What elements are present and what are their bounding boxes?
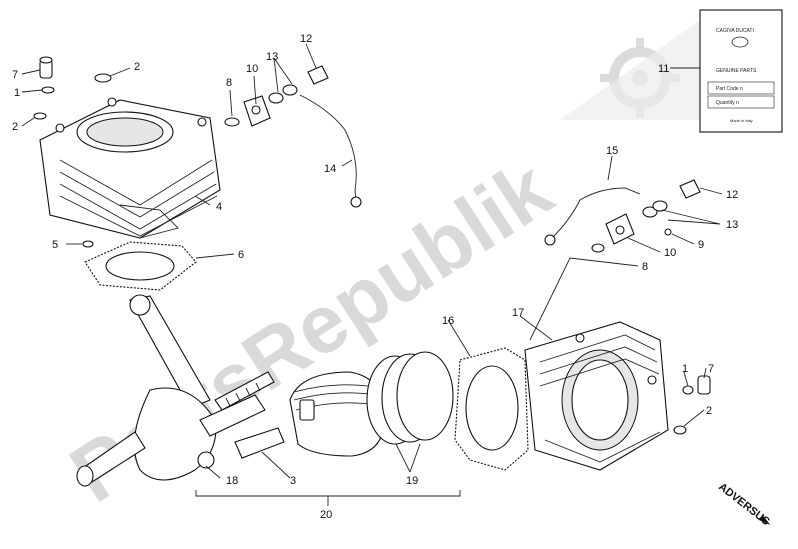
- crankshaft: [76, 294, 275, 487]
- head-gasket: [454, 347, 529, 471]
- piston-pin: [234, 427, 285, 459]
- manual-line4: Made in Italy: [730, 118, 753, 123]
- oring-1-left: [41, 86, 55, 94]
- callout-13-top: 13: [266, 51, 278, 63]
- manual-line2: Part Code n: [716, 86, 743, 92]
- cylinder-left: [39, 97, 221, 239]
- callout-12-right: 12: [726, 189, 738, 201]
- stud-7-right: [697, 375, 711, 395]
- callout-12-top: 12: [300, 33, 312, 45]
- oring-2-right: [673, 425, 687, 435]
- callout-11: 11: [658, 63, 669, 75]
- logo-icon: [731, 36, 749, 48]
- stud-7-left: [39, 56, 53, 79]
- oil-fitting-right: [544, 179, 701, 253]
- callout-20: 20: [320, 509, 332, 521]
- callout-8-right: 8: [642, 261, 648, 273]
- direction-arrow: ADVERSUS: [716, 481, 772, 528]
- callout-4: 4: [216, 201, 222, 213]
- oring-2-top: [94, 73, 112, 83]
- manual-brand: CAGIVA DUCATI: [716, 28, 754, 34]
- callout-16: 16: [442, 315, 454, 327]
- cylinder-right: [524, 321, 669, 471]
- callout-7-right: 7: [708, 363, 714, 375]
- callout-7-left: 7: [12, 69, 18, 81]
- callout-13-right: 13: [726, 219, 738, 231]
- callout-19: 19: [406, 475, 418, 487]
- piston-rings: [366, 351, 454, 445]
- callout-9: 9: [698, 239, 704, 251]
- leader-lines: [21, 43, 723, 506]
- callout-17: 17: [512, 307, 524, 319]
- callout-10-right: 10: [664, 247, 676, 259]
- callout-8-top: 8: [226, 77, 232, 89]
- callout-18: 18: [226, 475, 238, 487]
- parts-manual-card: CAGIVA DUCATI GENUINE PARTS Part Code n …: [699, 9, 783, 133]
- callout-2-top: 2: [134, 61, 140, 73]
- callout-15: 15: [606, 145, 618, 157]
- oring-2-left: [33, 112, 47, 120]
- callout-5: 5: [52, 239, 58, 251]
- callout-3: 3: [290, 475, 296, 487]
- manual-line3: Quantity n: [716, 100, 739, 106]
- oil-fitting-top: [224, 65, 362, 208]
- callout-10-top: 10: [246, 63, 258, 75]
- oring-1-right: [682, 385, 694, 395]
- oring-5: [82, 240, 94, 248]
- callout-labels: 1 2 2 4 5 6 7 8 10 13 12 14 11 15 12 13 …: [12, 33, 738, 521]
- base-gasket-left: [84, 241, 197, 291]
- callout-14: 14: [324, 163, 336, 175]
- arrow-icon: [758, 515, 771, 526]
- callout-2-left: 2: [12, 121, 18, 133]
- callout-2-right: 2: [706, 405, 712, 417]
- callout-1-right: 1: [682, 363, 688, 375]
- manual-line1: GENUINE PARTS: [716, 68, 757, 74]
- callout-1-left: 1: [14, 87, 20, 99]
- callout-6: 6: [238, 249, 244, 261]
